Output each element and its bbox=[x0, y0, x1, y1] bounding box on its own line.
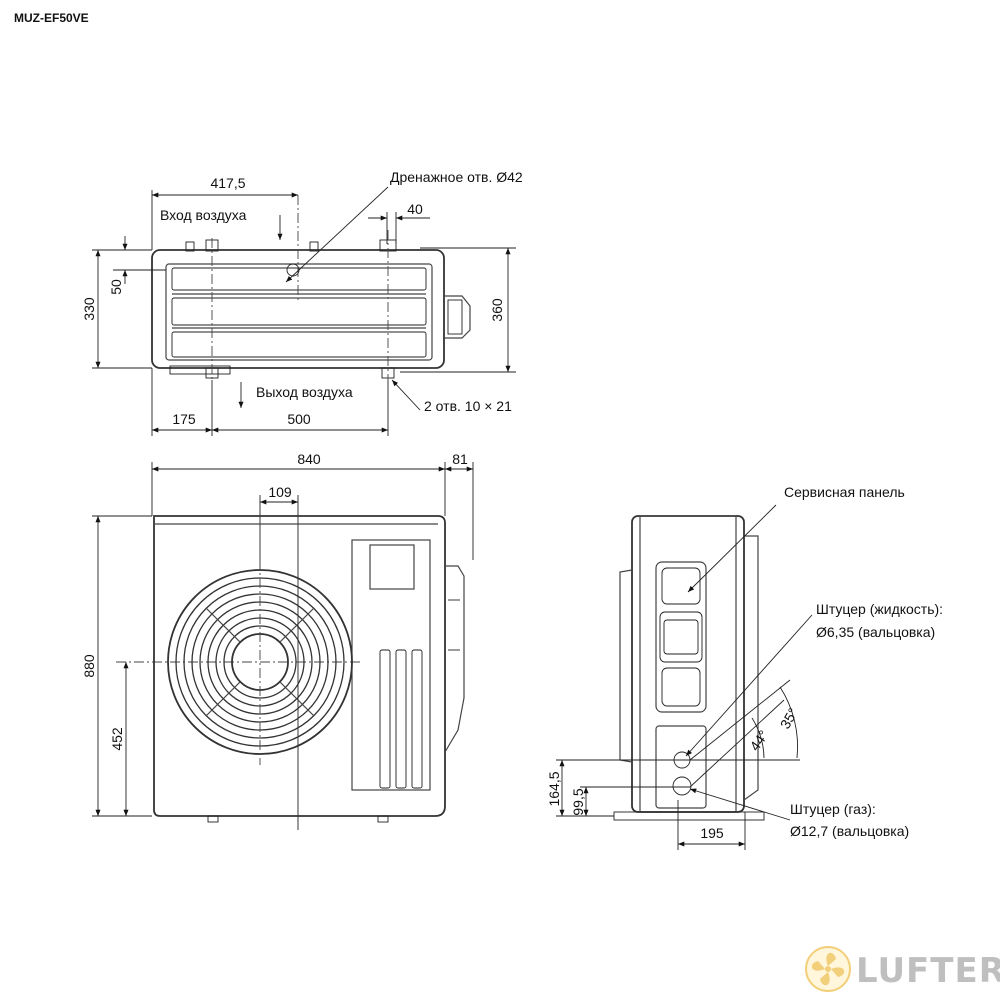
side-view: Сервисная панель Штуцер (жидкость): Ø6,3… bbox=[546, 484, 943, 850]
dim-40: 40 bbox=[407, 201, 423, 217]
dim-417-5: 417,5 bbox=[210, 175, 245, 191]
angle-35-label: 35° bbox=[777, 705, 801, 731]
top-view: 417,5 40 Дренажное отв. Ø42 Вход воздуха… bbox=[81, 169, 523, 436]
brand-logo: LUFTER bbox=[805, 946, 1000, 992]
model-title: MUZ-EF50VE bbox=[14, 11, 89, 25]
dim-330: 330 bbox=[81, 297, 97, 321]
gas-fitting-label-2: Ø12,7 (вальцовка) bbox=[790, 823, 909, 839]
liquid-fitting-label-1: Штуцер (жидкость): bbox=[816, 601, 943, 617]
service-panel-label: Сервисная панель bbox=[784, 484, 905, 500]
dim-452: 452 bbox=[109, 727, 125, 751]
gas-fitting-label-1: Штуцер (газ): bbox=[790, 801, 876, 817]
dim-99-5: 99,5 bbox=[570, 788, 586, 815]
mounting-holes-label: 2 отв. 10 × 21 bbox=[424, 398, 512, 414]
side-view-body bbox=[631, 515, 745, 813]
dim-164-5: 164,5 bbox=[546, 771, 562, 806]
dim-175: 175 bbox=[172, 411, 196, 427]
dim-840: 840 bbox=[297, 451, 321, 467]
brand-name: LUFTER bbox=[856, 951, 1000, 991]
dim-195: 195 bbox=[700, 825, 724, 841]
dim-500: 500 bbox=[287, 411, 311, 427]
air-outlet-label: Выход воздуха bbox=[256, 384, 353, 400]
air-inlet-label: Вход воздуха bbox=[160, 207, 247, 223]
front-view: 840 81 109 880 452 bbox=[81, 451, 474, 830]
dim-81: 81 bbox=[452, 451, 468, 467]
liquid-fitting-label-2: Ø6,35 (вальцовка) bbox=[816, 624, 935, 640]
dim-360: 360 bbox=[489, 298, 505, 322]
fan-logo-icon bbox=[805, 946, 851, 992]
dim-880: 880 bbox=[81, 654, 97, 678]
front-view-body bbox=[153, 515, 446, 817]
dim-109: 109 bbox=[268, 484, 292, 500]
dim-50: 50 bbox=[108, 279, 124, 295]
fan-grill bbox=[167, 560, 353, 765]
drain-hole-label: Дренажное отв. Ø42 bbox=[390, 169, 523, 185]
